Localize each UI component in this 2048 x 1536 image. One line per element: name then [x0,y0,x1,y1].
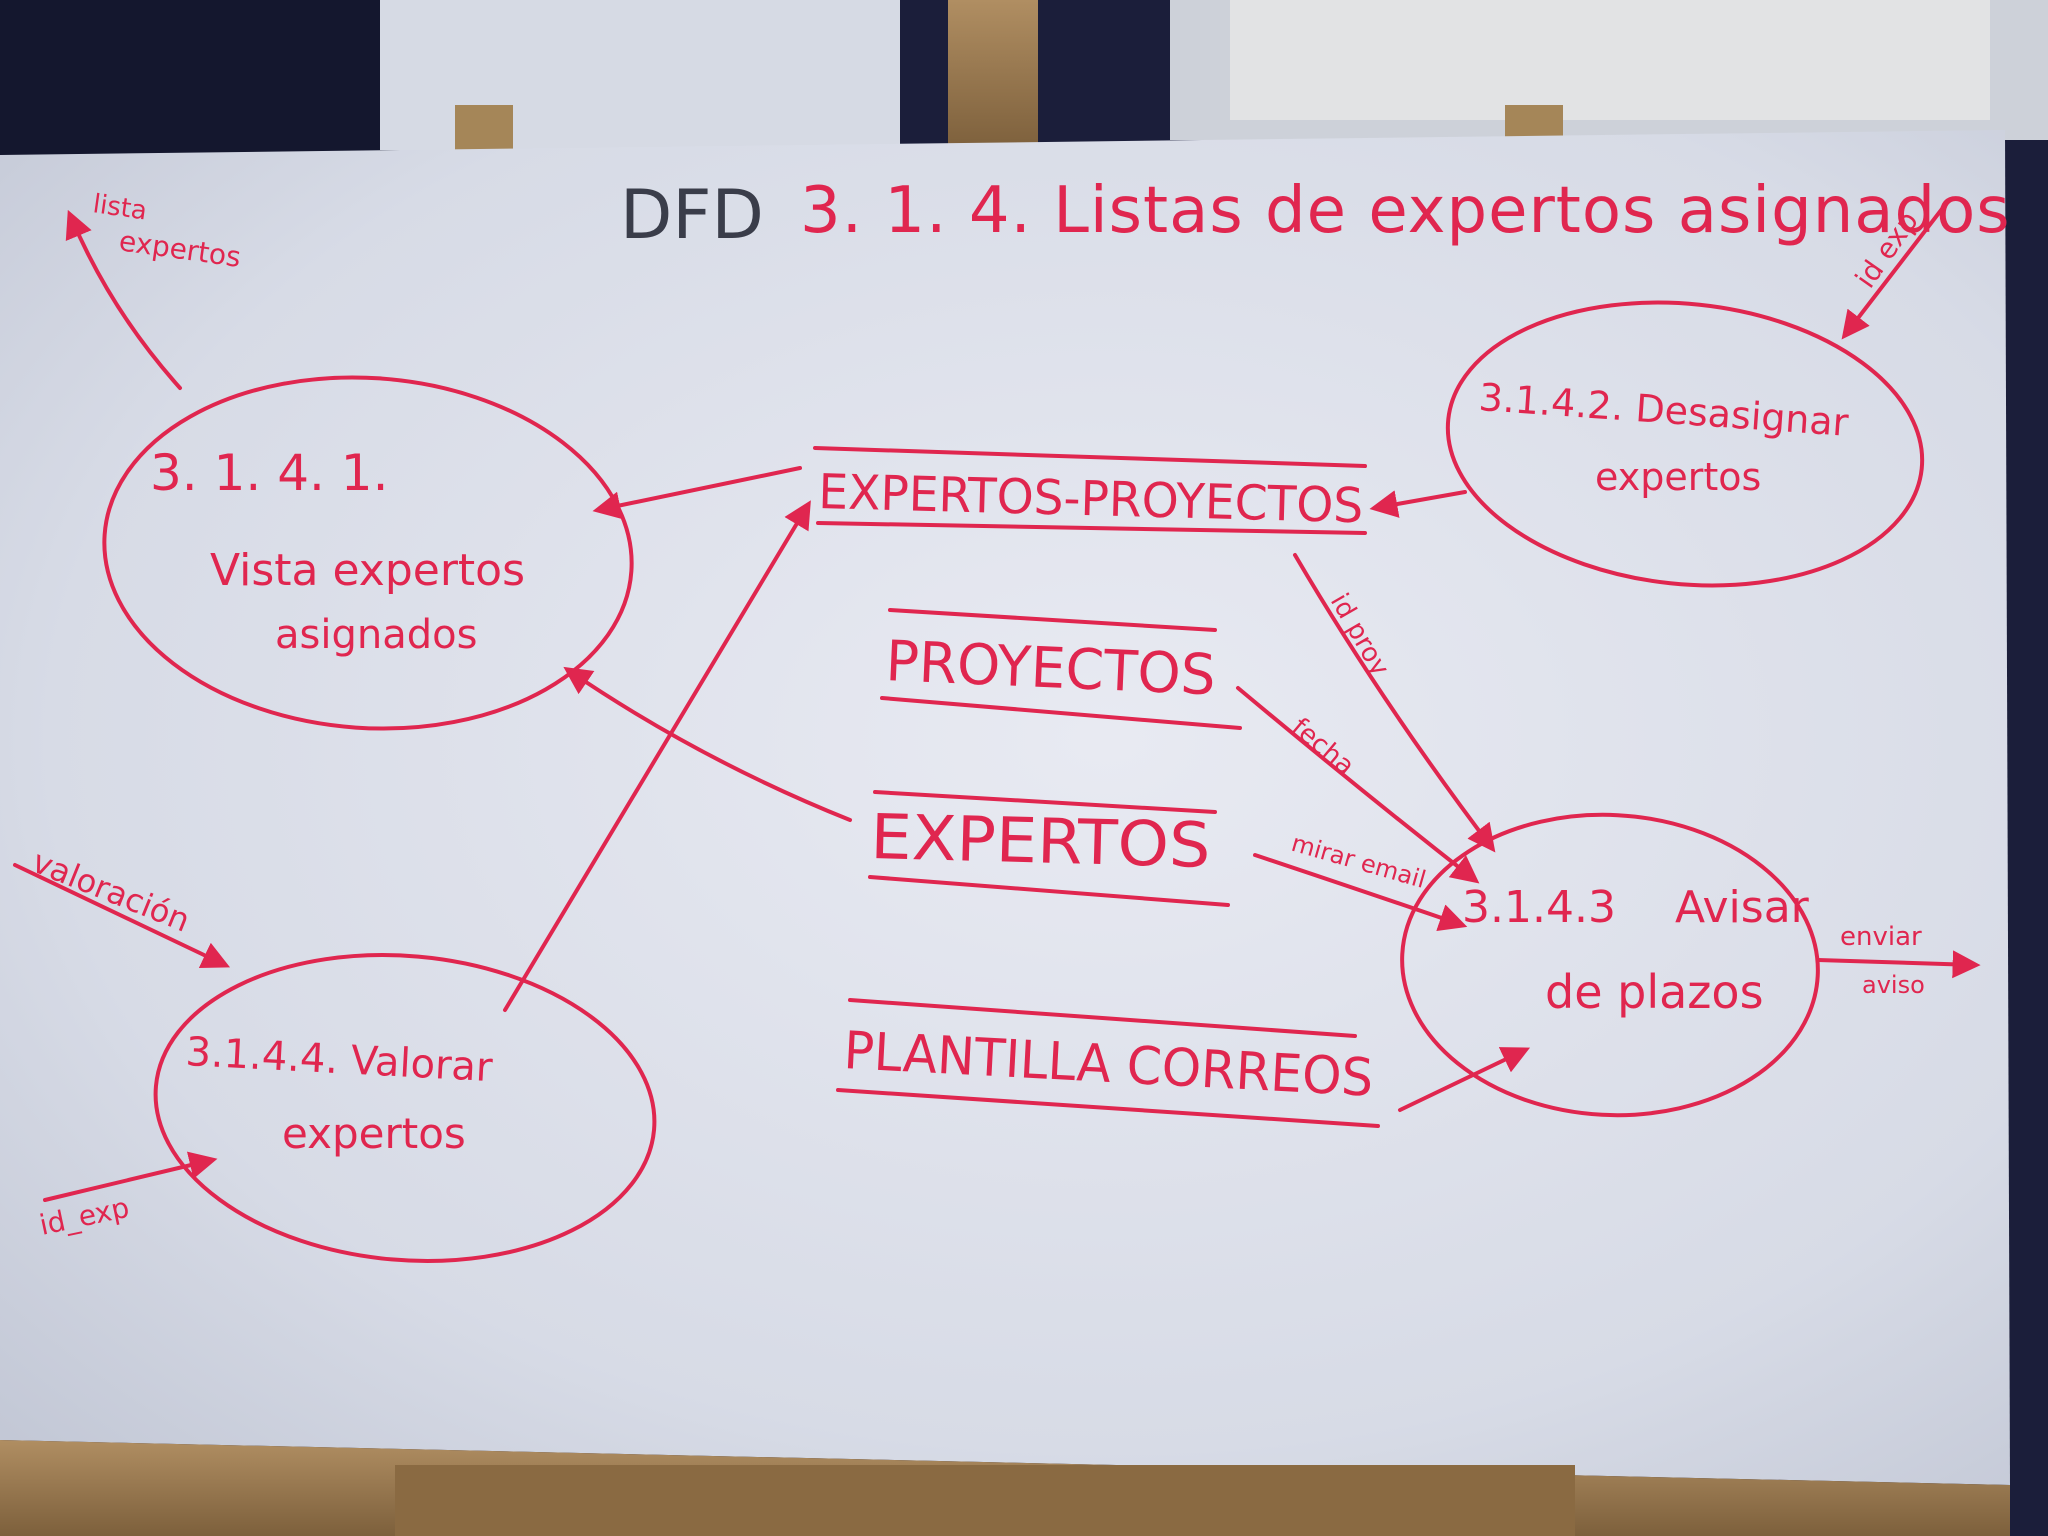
flow-label-enviar: enviar [1840,922,1922,952]
easel-mast [948,0,1038,150]
store-expertos-line-bottom [868,875,1230,907]
diagram-title: 3. 1. 4. Listas de expertos asignados [800,174,2011,248]
store-plantilla-correos-line-bottom [836,1088,1380,1128]
store-expertos-line-top [873,790,1217,814]
process-3-1-4-1-number: 3. 1. 4. 1. [150,444,389,502]
whiteboard [0,130,2010,1485]
store-proyectos-line-top [888,608,1217,632]
flow-valorar-to-store-arrow [503,500,811,1012]
process-3-1-4-2-circle [1445,300,1925,588]
process-3-1-4-2-line2: expertos [1595,455,1761,499]
process-3-1-4-3-number: 3.1.4.3 [1462,882,1616,933]
process-3-1-4-3-label: Avisar [1675,882,1810,933]
flow-expertos-to-avisar-email-arrow [1253,853,1468,931]
process-3-1-4-1-line1: Vista expertos [210,545,525,596]
store-plantilla-correos-line-top [848,998,1357,1038]
flow-plantilla-to-avisar-arrow [1398,1047,1531,1112]
flow-label-aviso: aviso [1862,971,1925,999]
flow-lista-expertos-arrow [65,209,182,390]
flow-label-lista: lista [91,189,149,226]
store-proyectos-label: PROYECTOS [884,629,1217,708]
room-shelf-right [1230,0,1990,120]
easel-bottom-beam [395,1465,1575,1536]
flow-valoracion-in-arrow [13,863,231,969]
process-3-1-4-1-circle [102,375,634,731]
room-background-left [0,0,400,160]
flow-store-to-avisar-id-proy-arrow [1293,553,1496,853]
process-3-1-4-3-circle [1400,812,1820,1118]
flow-id-exp-bottom-in-arrow [43,1151,218,1202]
store-proyectos-line-bottom [880,696,1242,730]
diagram-title-prefix: DFD [620,176,764,255]
flow-proyectos-to-avisar-fecha-arrow [1236,686,1480,884]
flow-id-exp-in-arrow [1841,203,1947,340]
process-3-1-4-3-line2: de plazos [1545,965,1764,1019]
flow-store-to-vista-arrow [592,466,802,520]
easel-clip-left [455,105,513,155]
process-3-1-4-4-circle [153,953,657,1263]
store-expertos-proyectos-line-bottom [816,521,1367,535]
process-3-1-4-1-line2: asignados [275,612,477,658]
flow-enviar-aviso-out-arrow [1816,950,1981,979]
flow-desasignar-to-store-arrow [1369,490,1467,518]
process-3-1-4-4-line2: expertos [282,1109,466,1158]
store-expertos-label: EXPERTOS [870,800,1212,882]
flow-expertos-to-vista-arrow [563,666,852,822]
store-expertos-proyectos-line-top [813,446,1367,468]
